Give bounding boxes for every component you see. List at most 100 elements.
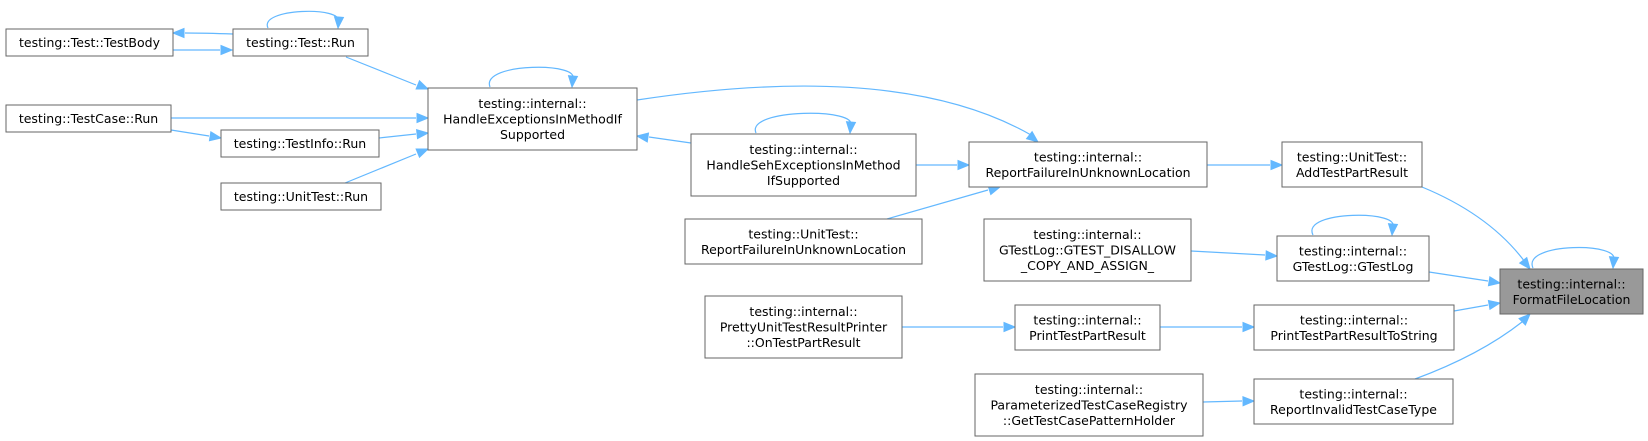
edge-pretty-printer-to-print-result (902, 321, 1017, 333)
edge-gtestlog-to-format-loc (1428, 271, 1502, 287)
arrow-head (1025, 130, 1040, 143)
node-box (983, 218, 1192, 282)
node-label: GTestLog::GTestLog (1293, 259, 1414, 274)
node-label: ::OnTestPartResult (746, 335, 860, 350)
edge-disallow-to-gtestlog (1190, 250, 1279, 261)
edge-print-result-to-print-to-string (1160, 321, 1256, 333)
node-box (974, 373, 1204, 437)
edge-format-loc-to-format-loc (1531, 246, 1620, 270)
node-box (5, 28, 174, 57)
node-testcase-run[interactable]: testing::TestCase::Run (5, 104, 172, 133)
node-label: testing::Test::Run (246, 35, 355, 50)
arrow-head (1487, 276, 1502, 287)
node-unittest-run[interactable]: testing::UnitTest::Run (220, 182, 382, 211)
node-label: PrintTestPartResult (1029, 328, 1146, 343)
arrow-head (1242, 321, 1256, 333)
edge-testinfo-run-to-handle-exc (378, 128, 430, 140)
node-test-body[interactable]: testing::Test::TestBody (5, 28, 174, 57)
node-ut-report[interactable]: testing::UnitTest::ReportFailureInUnknow… (684, 218, 923, 265)
edge-handle-exc-to-handle-exc (489, 66, 579, 89)
arrow-head (1487, 299, 1502, 311)
node-label: testing::UnitTest:: (1297, 149, 1407, 164)
node-label: Supported (500, 127, 565, 142)
arrow-head (1265, 250, 1279, 261)
node-test-run[interactable]: testing::Test::Run (232, 28, 369, 57)
node-report-fail[interactable]: testing::internal::ReportFailureInUnknow… (968, 141, 1208, 188)
edge-test-run-to-test-run (266, 10, 345, 30)
arrow-head (1270, 159, 1284, 171)
node-box (5, 104, 172, 133)
node-label: _COPY_AND_ASSIGN_ (1020, 258, 1155, 273)
node-report-invalid[interactable]: testing::internal::ReportInvalidTestCase… (1253, 378, 1454, 425)
node-label: testing::internal:: (1300, 312, 1408, 327)
node-label: FormatFileLocation (1513, 292, 1631, 307)
edge-handle-seh-to-handle-seh (755, 112, 857, 135)
node-print-result[interactable]: testing::internal::PrintTestPartResult (1014, 304, 1161, 351)
edges-layer (170, 10, 1620, 407)
node-label: testing::TestInfo::Run (234, 136, 366, 151)
node-add-result[interactable]: testing::UnitTest::AddTestPartResult (1281, 141, 1423, 188)
node-label: testing::internal:: (749, 304, 857, 319)
node-label: ReportFailureInUnknownLocation (985, 165, 1190, 180)
arrow-head (1387, 223, 1399, 237)
node-label: testing::internal:: (1033, 227, 1141, 242)
arrow-head (416, 112, 430, 124)
node-format-loc[interactable]: testing::internal::FormatFileLocation (1499, 268, 1644, 315)
node-handle-exc[interactable]: testing::internal::HandleExceptionsInMet… (427, 87, 638, 151)
node-box (1499, 268, 1644, 315)
node-gtestlog[interactable]: testing::internal::GTestLog::GTestLog (1276, 235, 1430, 282)
arrow-head (208, 131, 223, 142)
arrow-head (1608, 256, 1620, 270)
node-label: testing::internal:: (1299, 386, 1407, 401)
node-label: HandleSehExceptionsInMethod (706, 158, 900, 173)
node-print-to-string[interactable]: testing::internal::PrintTestPartResultTo… (1253, 304, 1455, 351)
arrow-head (171, 27, 185, 39)
edge-handle-exc-to-report-fail (636, 85, 1040, 143)
arrow-head (1003, 321, 1017, 333)
edge-test-run-to-test-body (171, 27, 234, 39)
edge-testcase-run-to-handle-exc (171, 112, 430, 124)
node-label: AddTestPartResult (1296, 165, 1408, 180)
node-label: testing::TestCase::Run (19, 111, 158, 126)
node-testinfo-run[interactable]: testing::TestInfo::Run (220, 129, 380, 158)
edge-handle-seh-to-handle-exc (635, 132, 692, 144)
arrow-head (415, 148, 430, 159)
node-box (1276, 235, 1430, 282)
node-label: testing::internal:: (1299, 243, 1407, 258)
node-label: GTestLog::GTEST_DISALLOW (999, 243, 1176, 258)
node-label: HandleExceptionsInMethodIf (443, 112, 622, 127)
node-label: ReportInvalidTestCaseType (1270, 402, 1437, 417)
node-label: ReportFailureInUnknownLocation (701, 242, 906, 257)
node-handle-seh[interactable]: testing::internal::HandleSehExceptionsIn… (690, 133, 917, 197)
node-label: testing::UnitTest:: (748, 226, 858, 241)
edge-print-to-string-to-format-loc (1453, 299, 1502, 312)
node-box (427, 87, 638, 151)
edge-test-body-to-test-run (173, 44, 234, 56)
node-box (1281, 141, 1423, 188)
edge-unittest-run-to-handle-exc (344, 148, 430, 184)
edge-handle-seh-to-report-fail (916, 159, 971, 171)
node-label: testing::internal:: (1035, 382, 1143, 397)
edge-testcase-run-to-testinfo-run (170, 129, 223, 142)
node-label: testing::internal:: (749, 142, 857, 157)
node-param-registry[interactable]: testing::internal::ParameterizedTestCase… (974, 373, 1204, 437)
node-label: testing::internal:: (1517, 276, 1625, 291)
node-pretty-printer[interactable]: testing::internal::PrettyUnitTestResultP… (704, 295, 903, 359)
edge-param-registry-to-report-invalid (1202, 395, 1256, 407)
node-box (1253, 304, 1455, 351)
arrow-head (220, 44, 234, 56)
node-box (684, 218, 923, 265)
arrow-head (635, 132, 650, 143)
node-label: ParameterizedTestCaseRegistry (990, 398, 1188, 413)
node-label: testing::internal:: (1034, 149, 1142, 164)
arrow-head (1242, 395, 1256, 407)
node-label: testing::Test::TestBody (19, 35, 161, 50)
edge-report-invalid-to-format-loc (1414, 313, 1531, 380)
node-label: testing::internal:: (478, 96, 586, 111)
arrow-head (416, 128, 430, 140)
node-label: IfSupported (767, 173, 840, 188)
node-disallow[interactable]: testing::internal::GTestLog::GTEST_DISAL… (983, 218, 1192, 282)
node-box (220, 129, 380, 158)
node-label: testing::UnitTest::Run (234, 189, 368, 204)
